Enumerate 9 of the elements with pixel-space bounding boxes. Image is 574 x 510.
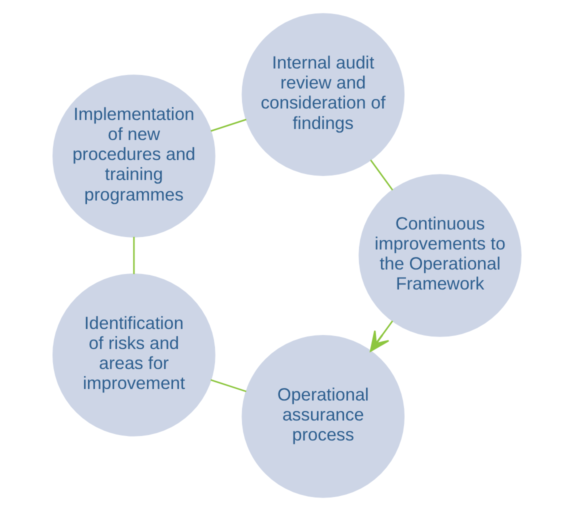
connector [210,118,246,132]
node-circle: Operational assurance process [242,334,405,498]
connector [133,236,135,274]
node-circle: Identification of risks and areas for improvement [52,273,216,436]
node-circle: Internal audit review and consideration of findings [242,12,405,176]
connector [210,378,246,392]
connector [370,159,394,190]
node-circle: Implementation of new procedures and training programmes [52,74,216,237]
arrow [370,320,394,352]
